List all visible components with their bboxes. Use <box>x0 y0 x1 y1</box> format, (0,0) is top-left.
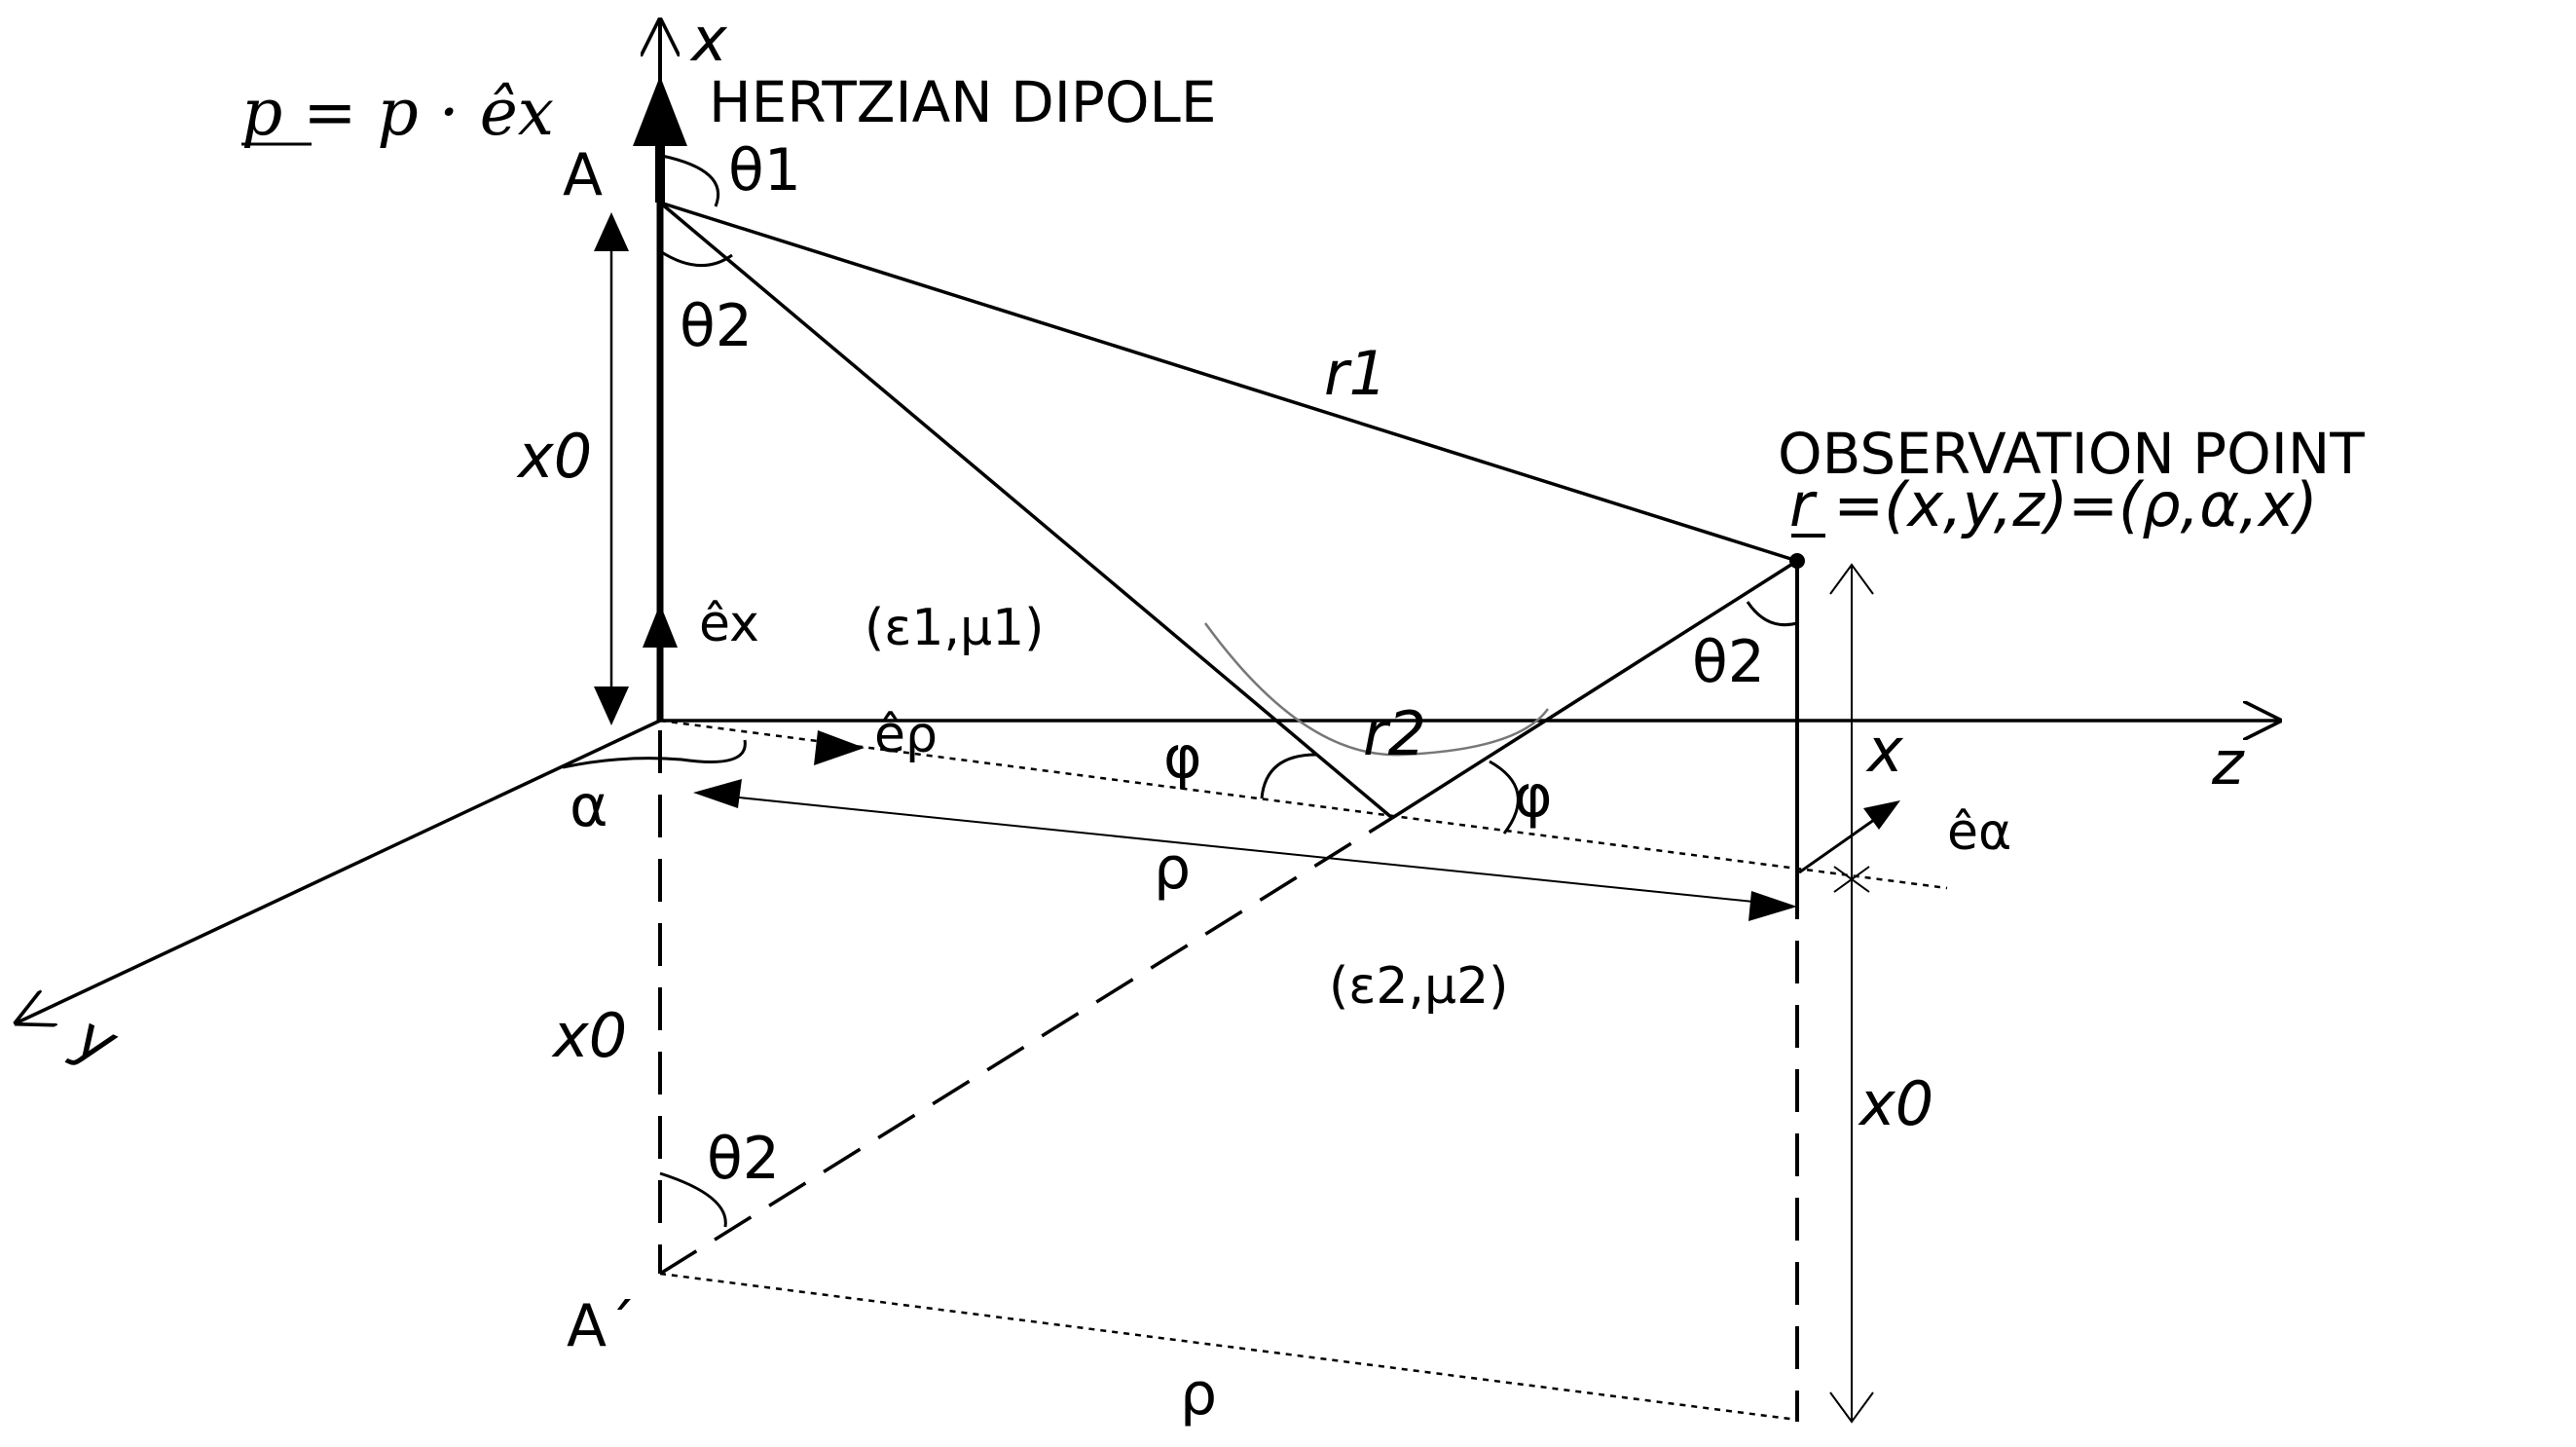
x0-right-arrow-bottom <box>1829 1391 1874 1424</box>
theta2-image-arc <box>659 1171 727 1228</box>
r1-label: r1 <box>1324 338 1387 409</box>
phi-right-arc <box>1489 760 1520 835</box>
theta2-image-label: θ2 <box>707 1125 780 1193</box>
theta1-label: θ1 <box>728 136 801 204</box>
rho-lower-label: ρ <box>1180 1360 1217 1428</box>
y-axis-line <box>18 719 661 1022</box>
y-axis-label: y <box>63 999 129 1080</box>
point-a-prime-label: A´ <box>567 1292 636 1360</box>
x-at-observation-label: x <box>1865 715 1904 786</box>
interface-curve <box>1203 622 1550 757</box>
phi-right-label: φ <box>1514 762 1553 831</box>
point-a-label: A <box>563 141 603 209</box>
phi-left-arc <box>1260 753 1317 799</box>
theta2-top-arc <box>659 249 733 267</box>
x0-upper-arrow-top <box>594 212 629 251</box>
theta2-top-label: θ2 <box>680 292 753 360</box>
x0-right-label: x0 <box>1858 1068 1933 1139</box>
e-rho-label: êρ <box>874 706 938 764</box>
medium2-label: (ε2,μ2) <box>1329 957 1508 1016</box>
theta1-arc <box>661 154 720 207</box>
obs-foot-cross-b <box>1833 866 1870 893</box>
dipole-arrowhead <box>633 76 687 146</box>
theta2-obs-arc <box>1746 601 1798 627</box>
e-alpha-arrowhead <box>1863 800 1900 830</box>
svg-text:r =(x,y,z)=(ρ,α,x): r =(x,y,z)=(ρ,α,x) <box>1789 469 2318 540</box>
z-axis-label: z <box>2211 727 2245 798</box>
ex-unit-label: êx <box>699 595 759 653</box>
reflected-ray <box>1391 559 1798 820</box>
theta2-obs-label: θ2 <box>1692 628 1765 696</box>
alpha-arc <box>562 739 747 769</box>
e-alpha-label: êα <box>1947 803 2011 862</box>
x0-upper-arrow-bottom <box>594 686 629 725</box>
x-axis-top-label: x <box>689 4 728 75</box>
rho-dimension-upper <box>700 793 1792 907</box>
x0-right-arrow-top <box>1829 563 1874 595</box>
phi-left-label: φ <box>1163 724 1202 792</box>
image-ray-dashed <box>659 816 1393 1276</box>
r1-line <box>659 201 1798 563</box>
x0-upper-label: x0 <box>516 421 592 492</box>
rho-arrow-right <box>1748 891 1797 921</box>
alpha-label: α <box>570 772 608 840</box>
rho-dotted-lower <box>659 1272 1798 1422</box>
r2-label: r2 <box>1363 698 1426 769</box>
dipole-title: HERTZIAN DIPOLE <box>709 69 1216 135</box>
observation-title: OBSERVATION POINT <box>1778 421 2365 487</box>
incident-ray <box>658 201 1394 820</box>
ex-unit-arrowhead <box>643 604 678 648</box>
dipole-formula: p = p · êx <box>241 75 554 150</box>
observation-coords: r =(x,y,z)=(ρ,α,x) <box>1789 469 2318 540</box>
e-rho-arrowhead <box>814 730 865 765</box>
rho-arrow-left <box>693 779 742 808</box>
svg-text:p = p · êx: p = p · êx <box>241 75 554 150</box>
rho-upper-label: ρ <box>1154 835 1191 903</box>
medium1-label: (ε1,μ1) <box>865 599 1044 657</box>
x0-lower-label: x0 <box>551 1000 627 1071</box>
